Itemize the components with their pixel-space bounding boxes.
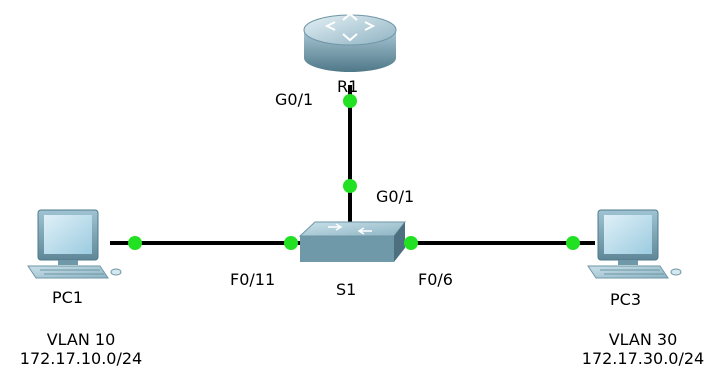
switch-name-label: S1 xyxy=(336,280,357,299)
router-name-label: R1 xyxy=(337,77,359,96)
pc1-icon[interactable] xyxy=(27,209,122,279)
port-label-s1-f06: F0/6 xyxy=(418,270,453,289)
pc3-subnet-label: 172.17.30.0/24 xyxy=(581,349,705,368)
port-label-r1-g01: G0/1 xyxy=(275,90,314,109)
port-label-s1-f011: F0/11 xyxy=(230,270,276,289)
router-icon[interactable] xyxy=(303,12,397,72)
pc3-name-label: PC3 xyxy=(610,290,641,309)
pc1-vlan-info: VLAN 10 172.17.10.0/24 xyxy=(6,330,156,368)
link-up-dot-s1-g01 xyxy=(343,179,357,193)
pc1-subnet-label: 172.17.10.0/24 xyxy=(19,349,143,368)
link-up-dot-pc1 xyxy=(128,236,142,250)
switch-icon[interactable] xyxy=(298,221,407,262)
pc3-icon[interactable] xyxy=(587,209,682,279)
pc1-vlan-label: VLAN 10 xyxy=(46,330,116,349)
link-up-dot-pc3 xyxy=(566,236,580,250)
link-up-dot-s1-f011 xyxy=(284,236,298,250)
pc3-vlan-info: VLAN 30 172.17.30.0/24 xyxy=(568,330,718,368)
link-up-dot-s1-f06 xyxy=(404,236,418,250)
pc1-name-label: PC1 xyxy=(52,288,83,307)
link-up-dot-r1-g01 xyxy=(343,94,357,108)
pc3-vlan-label: VLAN 30 xyxy=(608,330,678,349)
port-label-s1-g01: G0/1 xyxy=(376,187,415,206)
